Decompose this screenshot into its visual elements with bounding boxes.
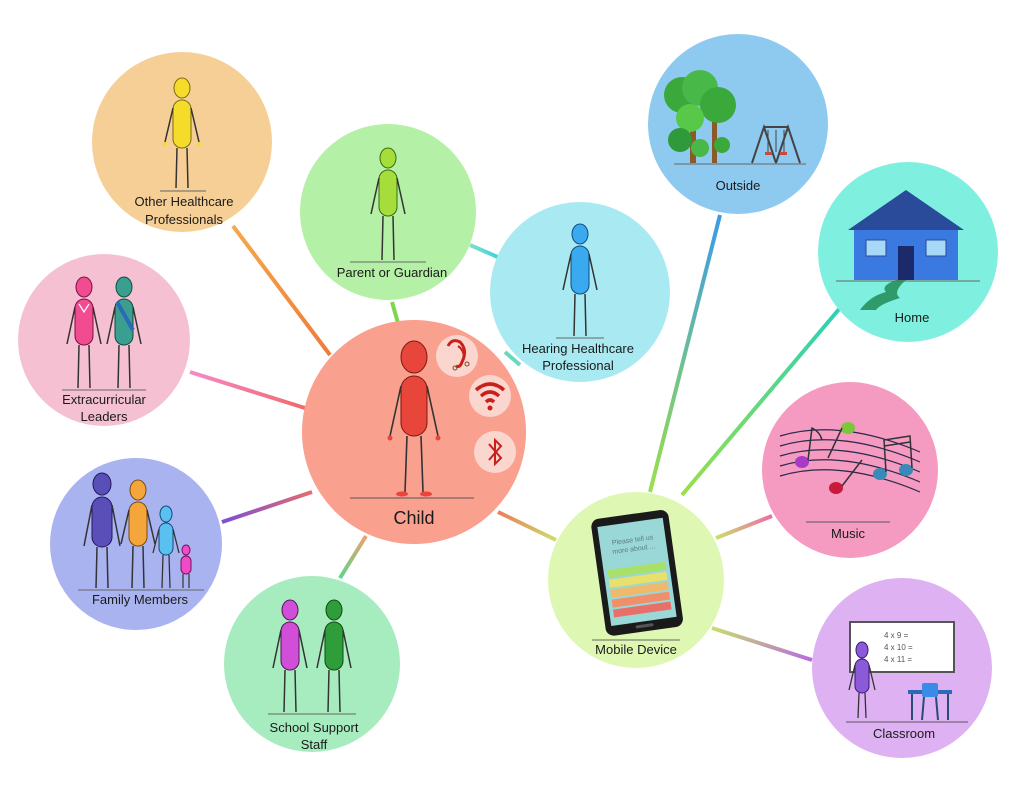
music-notes-icon: [795, 422, 913, 494]
node-label: Music: [831, 526, 865, 541]
wifi-icon: [469, 375, 511, 417]
connector-child-family: [221, 490, 313, 524]
node-label: Child: [393, 508, 434, 528]
node-label: School Support: [270, 720, 359, 735]
node-label: Mobile Device: [595, 642, 677, 657]
music-staff-icon: [779, 429, 921, 493]
node-circle: [224, 576, 400, 752]
node-circle: [18, 254, 190, 426]
node-label: Leaders: [81, 409, 128, 424]
node-label: Home: [895, 310, 930, 325]
node-label: Staff: [301, 737, 328, 752]
figure-yellow-person: [163, 77, 201, 189]
connector-mobile-home: [680, 306, 842, 497]
node-other-healthcare: Other Healthcare Professionals: [92, 52, 272, 232]
node-label: Professional: [542, 358, 614, 373]
connector-child-other-healthcare: [231, 224, 332, 357]
node-mobile: Please tell us more about ... Mobile Dev…: [548, 492, 724, 668]
node-label: Parent or Guardian: [337, 265, 448, 280]
node-label: Other Healthcare: [135, 194, 234, 209]
connector-mobile-outside: [648, 214, 722, 493]
tree-icon: [664, 70, 736, 163]
desk-chair-icon: [908, 683, 952, 721]
figure-magenta-person: [272, 599, 308, 713]
figure-darkgreen-person: [316, 599, 352, 713]
node-school: School Support Staff: [224, 576, 400, 752]
connector-child-school: [338, 534, 368, 580]
figure-purple-person: [83, 472, 121, 589]
bluetooth-icon: [474, 431, 516, 473]
figure-smallpink-person: [180, 544, 192, 588]
whiteboard-text: 4 x 10 =: [884, 643, 913, 652]
connectors: [189, 214, 842, 662]
node-label: Professionals: [145, 212, 224, 227]
house-icon: [848, 190, 964, 280]
connector-child-mobile: [497, 510, 557, 542]
connector-child-hearing: [503, 350, 522, 367]
node-label: Classroom: [873, 726, 935, 741]
figure-orange-person: [120, 479, 156, 589]
whiteboard-text: 4 x 11 =: [884, 655, 912, 664]
node-label: Family Members: [92, 592, 189, 607]
node-music: Music: [762, 382, 938, 558]
connector-mobile-music: [715, 514, 773, 540]
tablet-icon: Please tell us more about ...: [591, 510, 683, 636]
hearing-aid-icon: [436, 335, 478, 377]
connector-child-extracurricular: [189, 370, 306, 410]
whiteboard-text: 4 x 9 =: [884, 631, 909, 640]
node-classroom: 4 x 9 = 4 x 10 = 4 x 11 = Classroom: [812, 578, 992, 758]
node-child: Child: [302, 320, 526, 544]
node-home: Home: [818, 162, 998, 342]
connector-parent-hearing: [469, 243, 501, 260]
path-walkway: [860, 280, 906, 310]
node-parent: Parent or Guardian: [300, 124, 476, 300]
swing-set-icon: [751, 123, 801, 164]
node-label: Outside: [716, 178, 761, 193]
figure-teacher-person: [848, 641, 876, 719]
node-outside: Outside: [648, 34, 828, 214]
figure-blue-person: [562, 223, 598, 337]
figure-green-person: [370, 147, 406, 261]
node-label: Extracurricular: [62, 392, 146, 407]
figure-red-person: [387, 340, 441, 497]
node-circle: [762, 382, 938, 558]
connector-mobile-classroom: [711, 626, 813, 662]
figure-teal-person: [106, 276, 142, 389]
node-family: Family Members: [50, 458, 222, 630]
figure-lightblue-person: [152, 505, 180, 589]
node-hearing: Hearing Healthcare Professional: [490, 202, 670, 382]
node-label: Hearing Healthcare: [522, 341, 634, 356]
node-extracurricular: Extracurricular Leaders: [18, 254, 190, 426]
figure-pink-person: [66, 276, 102, 389]
